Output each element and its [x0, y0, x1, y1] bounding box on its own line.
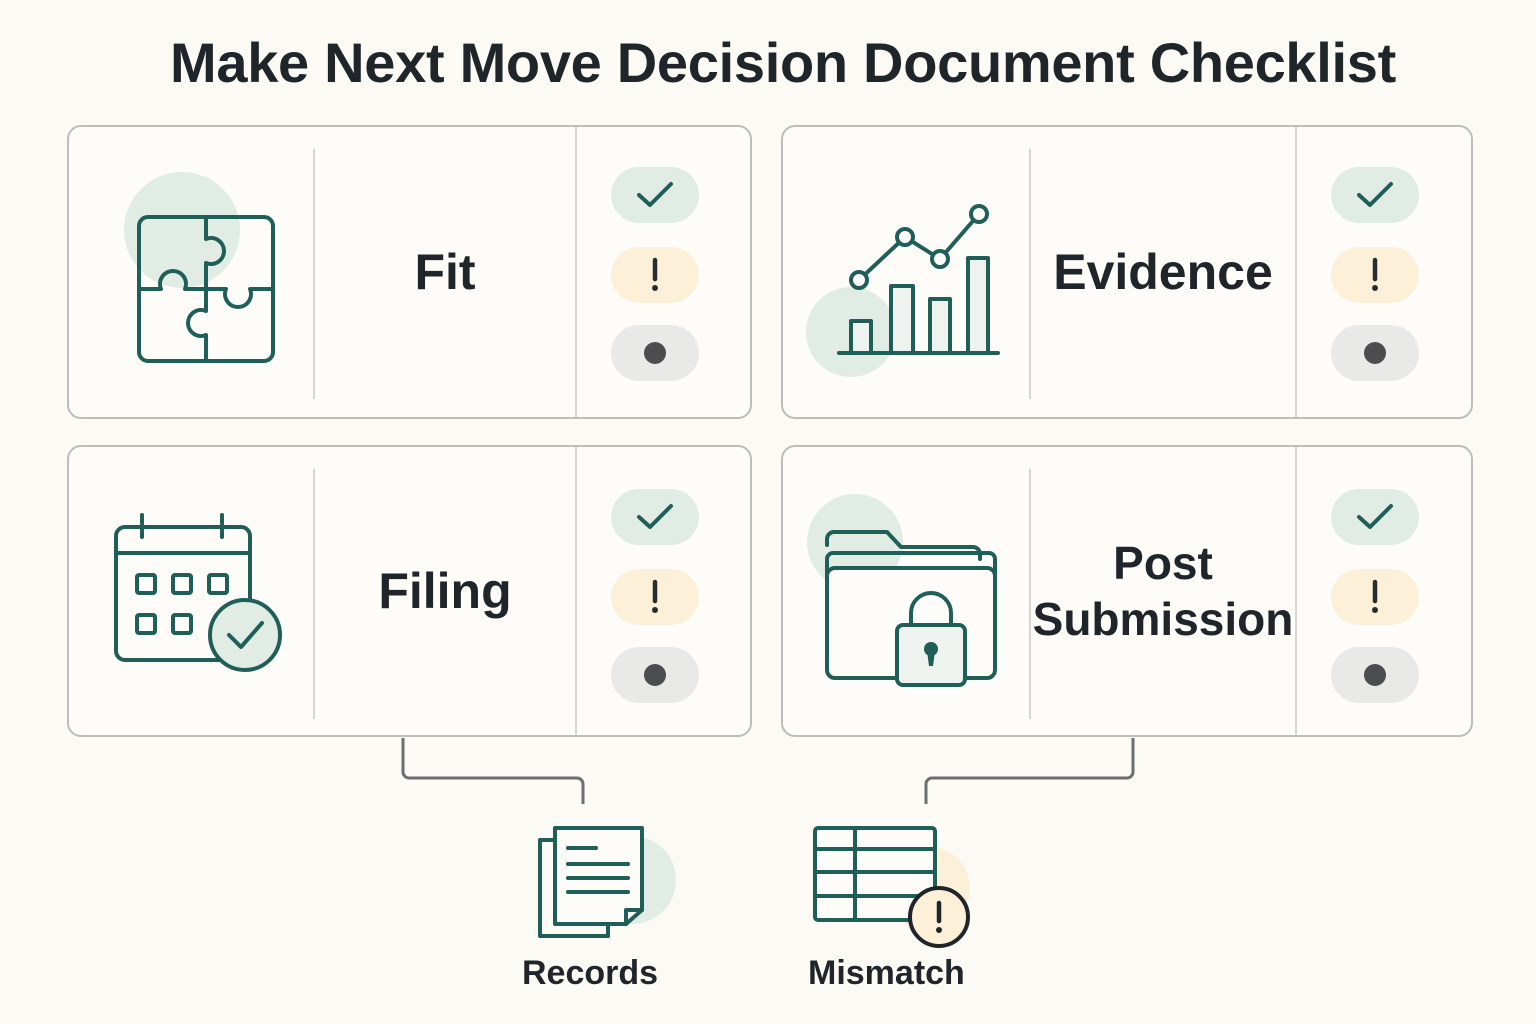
status-ok-pill	[611, 489, 699, 545]
puzzle-icon	[124, 172, 275, 363]
card-fit: Fit	[67, 125, 752, 419]
card-evidence-icon-zone	[783, 127, 1029, 417]
card-fit-label: Fit	[414, 244, 476, 300]
check-icon	[1357, 182, 1393, 207]
card-fit-icon-zone	[69, 127, 314, 417]
status-warning-pill	[611, 247, 699, 303]
output-mismatch: Mismatch	[800, 818, 990, 1008]
check-icon	[637, 504, 673, 529]
output-records-label: Records	[522, 954, 659, 992]
status-pending-pill	[1331, 647, 1419, 703]
page-title: Make Next Move Decision Document Checkli…	[170, 31, 1396, 94]
output-mismatch-label: Mismatch	[808, 954, 965, 992]
status-ok-pill	[1331, 167, 1419, 223]
exclamation-icon	[1372, 257, 1378, 291]
dot-icon	[644, 342, 666, 364]
exclamation-icon	[652, 257, 658, 291]
connector-post-submission-mismatch	[924, 738, 1135, 804]
card-filing-label: Filing	[378, 563, 512, 619]
card-evidence-label-zone: Evidence	[1031, 127, 1295, 417]
documents-icon	[538, 826, 676, 938]
card-fit-label-zone: Fit	[315, 127, 575, 417]
status-ok-pill	[1331, 489, 1419, 545]
card-post-submission-label-line1: Post	[1113, 537, 1213, 589]
output-records: Records	[520, 818, 690, 1008]
card-fit-status-zone	[577, 127, 752, 417]
dot-icon	[1364, 342, 1386, 364]
card-post-submission-label-zone: Post Submission	[1031, 447, 1295, 735]
status-warning-pill	[1331, 247, 1419, 303]
card-filing-icon-zone	[69, 447, 314, 735]
status-ok-pill	[611, 167, 699, 223]
card-post-submission-icon-zone	[783, 447, 1029, 735]
dot-icon	[1364, 664, 1386, 686]
check-icon	[637, 182, 673, 207]
table-warning-icon	[813, 826, 970, 948]
connector-filing-records	[401, 738, 585, 804]
exclamation-icon	[1372, 579, 1378, 613]
card-post-submission-status-zone	[1297, 447, 1473, 735]
status-pending-pill	[611, 325, 699, 381]
card-filing-status-zone	[577, 447, 752, 735]
dot-icon	[644, 664, 666, 686]
card-filing-label-zone: Filing	[315, 447, 575, 735]
bar-chart-icon	[806, 204, 1000, 377]
status-warning-pill	[611, 569, 699, 625]
card-evidence-status-zone	[1297, 127, 1473, 417]
card-evidence: Evidence	[781, 125, 1473, 419]
status-pending-pill	[1331, 325, 1419, 381]
status-pending-pill	[611, 647, 699, 703]
calendar-check-icon	[114, 513, 282, 672]
exclamation-icon	[652, 579, 658, 613]
locked-folder-icon	[807, 494, 997, 687]
card-evidence-label: Evidence	[1053, 244, 1273, 300]
card-post-submission: Post Submission	[781, 445, 1473, 737]
status-warning-pill	[1331, 569, 1419, 625]
title-area: Make Next Move Decision Document Checkli…	[0, 30, 1536, 102]
check-icon	[1357, 504, 1393, 529]
card-filing: Filing	[67, 445, 752, 737]
card-post-submission-label-line2: Submission	[1032, 593, 1294, 645]
